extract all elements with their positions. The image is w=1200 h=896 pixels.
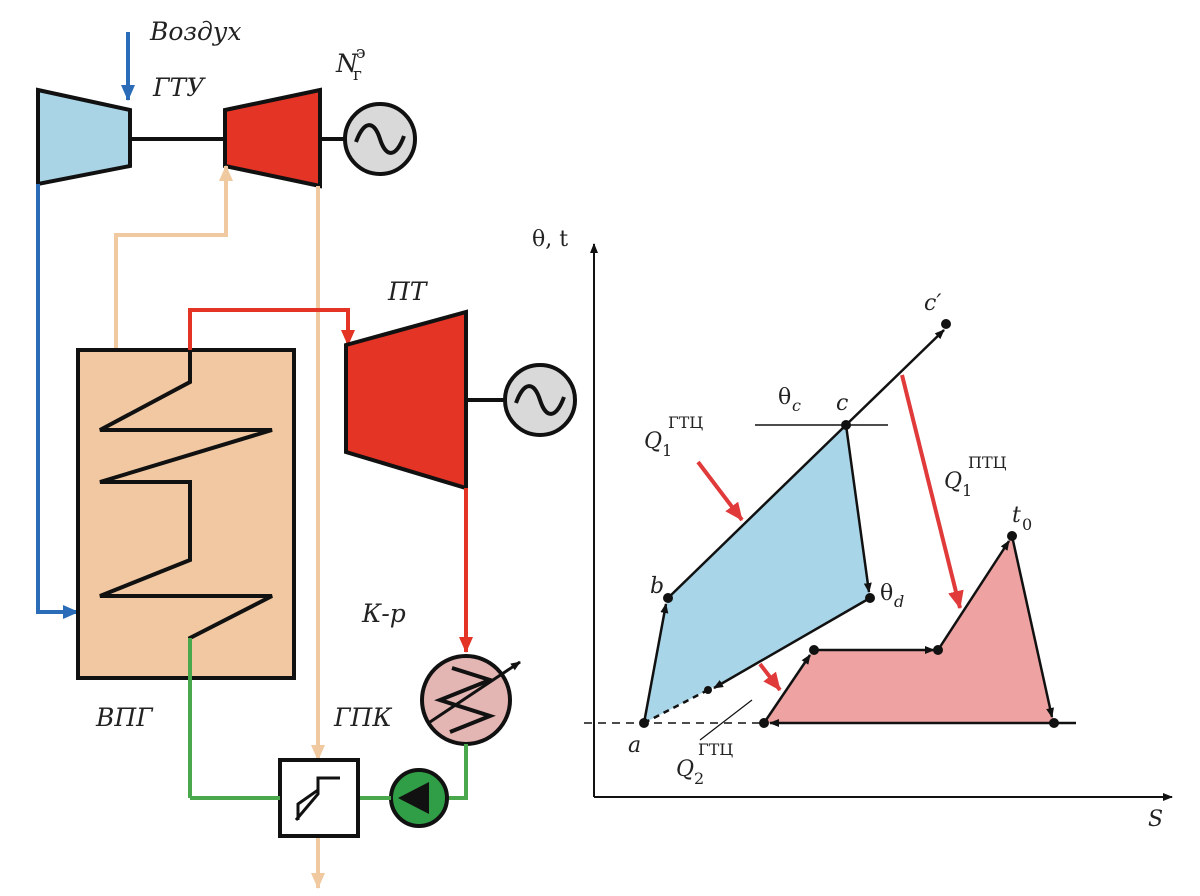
ts-diagram: θ, t S (532, 227, 1173, 832)
svg-text:1: 1 (962, 481, 972, 500)
svg-text:Q: Q (676, 757, 694, 782)
svg-text:э: э (356, 43, 366, 63)
point-c-prime (941, 319, 951, 329)
svg-text:0: 0 (1022, 515, 1032, 534)
q2-leader-line (699, 699, 753, 741)
steam-line (188, 308, 355, 350)
label-a: a (628, 733, 641, 758)
q1-gtc-label: Q 1 ГТЦ (644, 413, 703, 460)
point-c (841, 420, 851, 430)
svg-text:d: d (894, 592, 904, 611)
compression-edge (642, 603, 669, 724)
plant-schematic: Воздух ГТУ N г э (36, 17, 577, 889)
svg-text:N: N (335, 49, 359, 78)
heating-edge (667, 424, 847, 599)
expansion-edge (844, 424, 872, 593)
q2-gtc-label: Q 2 ГТЦ (676, 740, 733, 788)
generator-symbol (354, 123, 406, 155)
svg-text:t: t (1012, 503, 1021, 528)
feed-heating-edge (762, 654, 812, 724)
svg-text:2: 2 (694, 769, 704, 788)
condenser-cooling-arrow (429, 660, 521, 724)
hrsg-coil (99, 350, 273, 678)
q1-gtc-arrow (696, 460, 744, 522)
steam-turbine-label: ПТ (387, 277, 429, 306)
condensate-line (448, 744, 468, 800)
gas-heater-coil (294, 776, 340, 821)
point-boiling-start (809, 645, 819, 655)
point-feed-start (759, 718, 769, 728)
label-b: b (650, 574, 664, 599)
y-axis-label: θ, t (532, 227, 568, 252)
point-boiling-end (933, 645, 943, 655)
svg-text:г: г (353, 65, 362, 85)
compressed-air-line (36, 184, 79, 619)
q1-ptc-arrow (900, 374, 964, 609)
state-points (639, 319, 1059, 728)
label-c: c (836, 391, 848, 416)
extended-heating-edge (845, 329, 945, 426)
steam-turbine-icon (344, 309, 468, 491)
steam-cycle-area (764, 536, 1054, 723)
label-t0: t 0 (1012, 503, 1032, 534)
q1-ptc-label: Q 1 ПТЦ (944, 453, 1007, 500)
point-exhaust (1049, 718, 1059, 728)
gas-heater-label: ГПК (333, 703, 392, 732)
superheat-edge (936, 540, 1011, 651)
power-label: N г э (335, 43, 366, 85)
svg-text:θ: θ (880, 581, 893, 606)
svg-text:ГТЦ: ГТЦ (668, 413, 703, 432)
air-label: Воздух (149, 17, 242, 46)
svg-text:ПТЦ: ПТЦ (968, 453, 1007, 472)
gtu-label: ГТУ (152, 73, 206, 102)
compressor-icon (36, 87, 132, 187)
point-a (639, 718, 649, 728)
svg-text:Q: Q (944, 469, 962, 494)
point-theta-d (865, 593, 875, 603)
svg-text:Q: Q (644, 429, 662, 454)
hrsg-icon (76, 348, 296, 680)
svg-text:ГТЦ: ГТЦ (698, 740, 733, 759)
point-intermediate (704, 686, 712, 694)
generator-symbol (514, 384, 566, 416)
condenser-coil (434, 666, 496, 734)
cooling-edge (713, 596, 871, 690)
gas-cycle-area (644, 425, 870, 723)
point-t0 (1007, 531, 1017, 541)
heat-transfer-arrow (758, 662, 782, 692)
gas-to-turbine-line (114, 165, 233, 350)
svg-text:c: c (792, 396, 801, 415)
label-theta-d: θ d (880, 581, 904, 611)
x-axis-label: S (1148, 807, 1163, 832)
gas-heater-icon (278, 758, 360, 838)
svg-text:θ: θ (778, 385, 791, 410)
label-c-prime: c′ (924, 291, 941, 316)
hrsg-label: ВПГ (95, 703, 154, 732)
point-b (663, 593, 673, 603)
steam-expansion-edge (1010, 535, 1054, 718)
gas-turbine-icon (223, 87, 322, 189)
label-theta-c: θ c (778, 385, 801, 415)
condenser-label: К-р (361, 599, 406, 628)
pump-arrow (398, 782, 429, 814)
svg-text:1: 1 (662, 441, 672, 460)
cooling-dashed-edge (643, 688, 709, 725)
